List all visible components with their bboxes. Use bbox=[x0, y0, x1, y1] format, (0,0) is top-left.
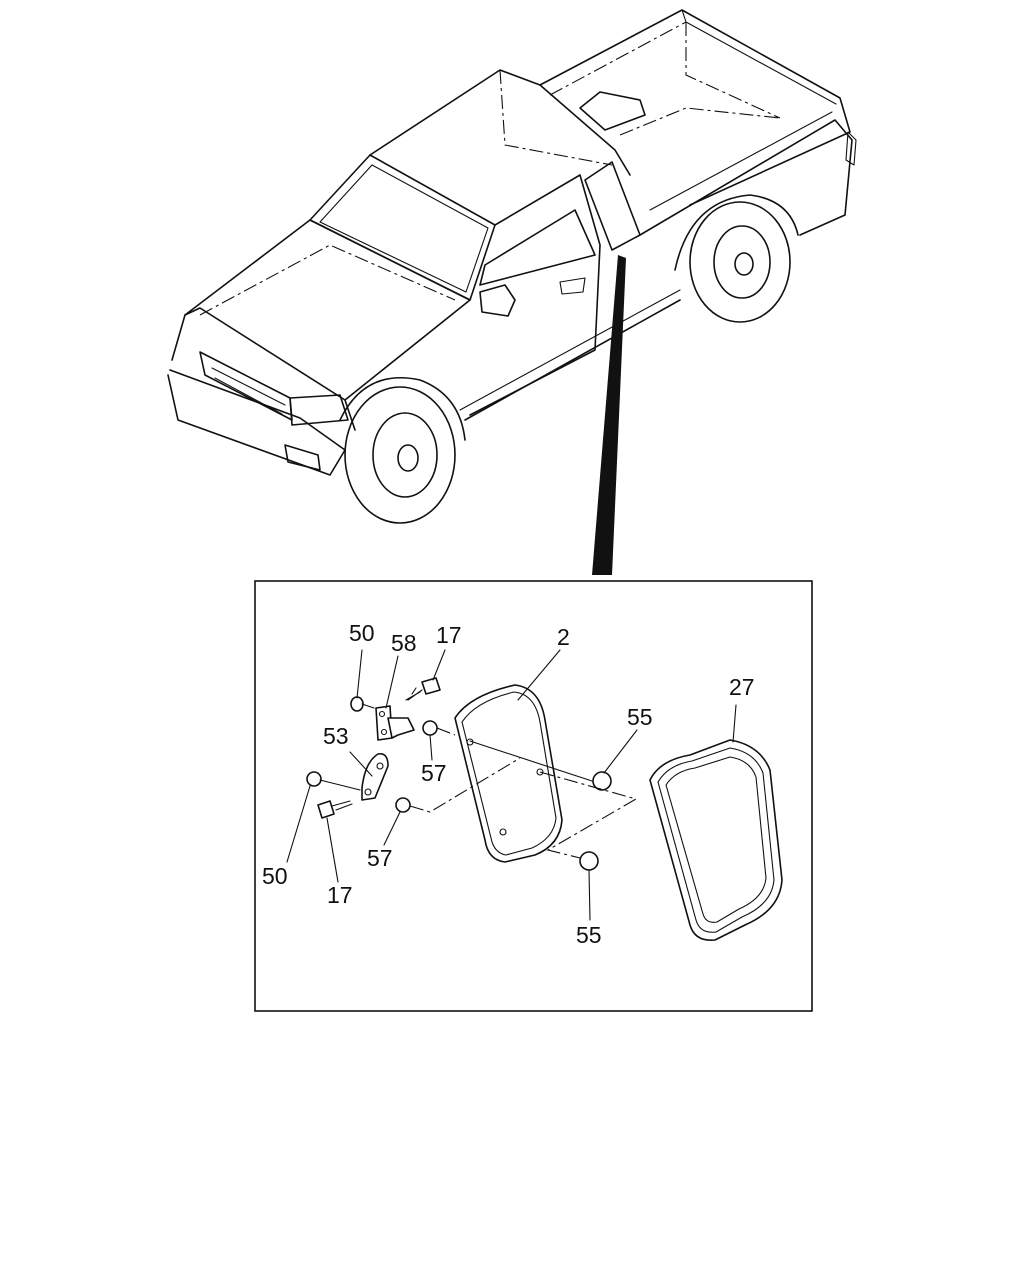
callout-leaders bbox=[286, 649, 737, 921]
callout-50-bottom: 50 bbox=[262, 863, 288, 889]
weatherstrip-part bbox=[649, 739, 783, 942]
nut-57-bottom bbox=[395, 757, 521, 813]
latch-bracket-53 bbox=[361, 752, 389, 801]
callout-17-bottom: 17 bbox=[327, 882, 353, 908]
callout-50-top: 50 bbox=[349, 620, 375, 646]
callout-27: 27 bbox=[729, 674, 755, 700]
callout-2: 2 bbox=[557, 624, 570, 650]
assembly-guide-lines bbox=[539, 771, 638, 859]
pickup-truck-icon bbox=[167, 9, 857, 524]
glass-panel-part bbox=[454, 684, 563, 863]
callout-57-bottom: 57 bbox=[367, 845, 393, 871]
callout-55-top: 55 bbox=[627, 704, 653, 730]
clip-55-bottom bbox=[579, 851, 599, 871]
bolt-50-top bbox=[350, 696, 375, 712]
bolt-50-bottom bbox=[306, 771, 361, 791]
bolt-17-bottom bbox=[317, 800, 353, 819]
callout-53: 53 bbox=[323, 723, 349, 749]
hinge-bracket-58 bbox=[375, 705, 415, 741]
detail-frame bbox=[254, 580, 813, 1012]
callout-58: 58 bbox=[391, 630, 417, 656]
callout-57-right: 57 bbox=[421, 760, 447, 786]
clip-55-top bbox=[469, 740, 612, 791]
leader-pointer-icon bbox=[592, 255, 626, 575]
nut-57-right bbox=[422, 720, 456, 736]
bolt-17-top bbox=[405, 677, 441, 701]
callout-55-bottom: 55 bbox=[576, 922, 602, 948]
callout-17-top: 17 bbox=[436, 622, 462, 648]
